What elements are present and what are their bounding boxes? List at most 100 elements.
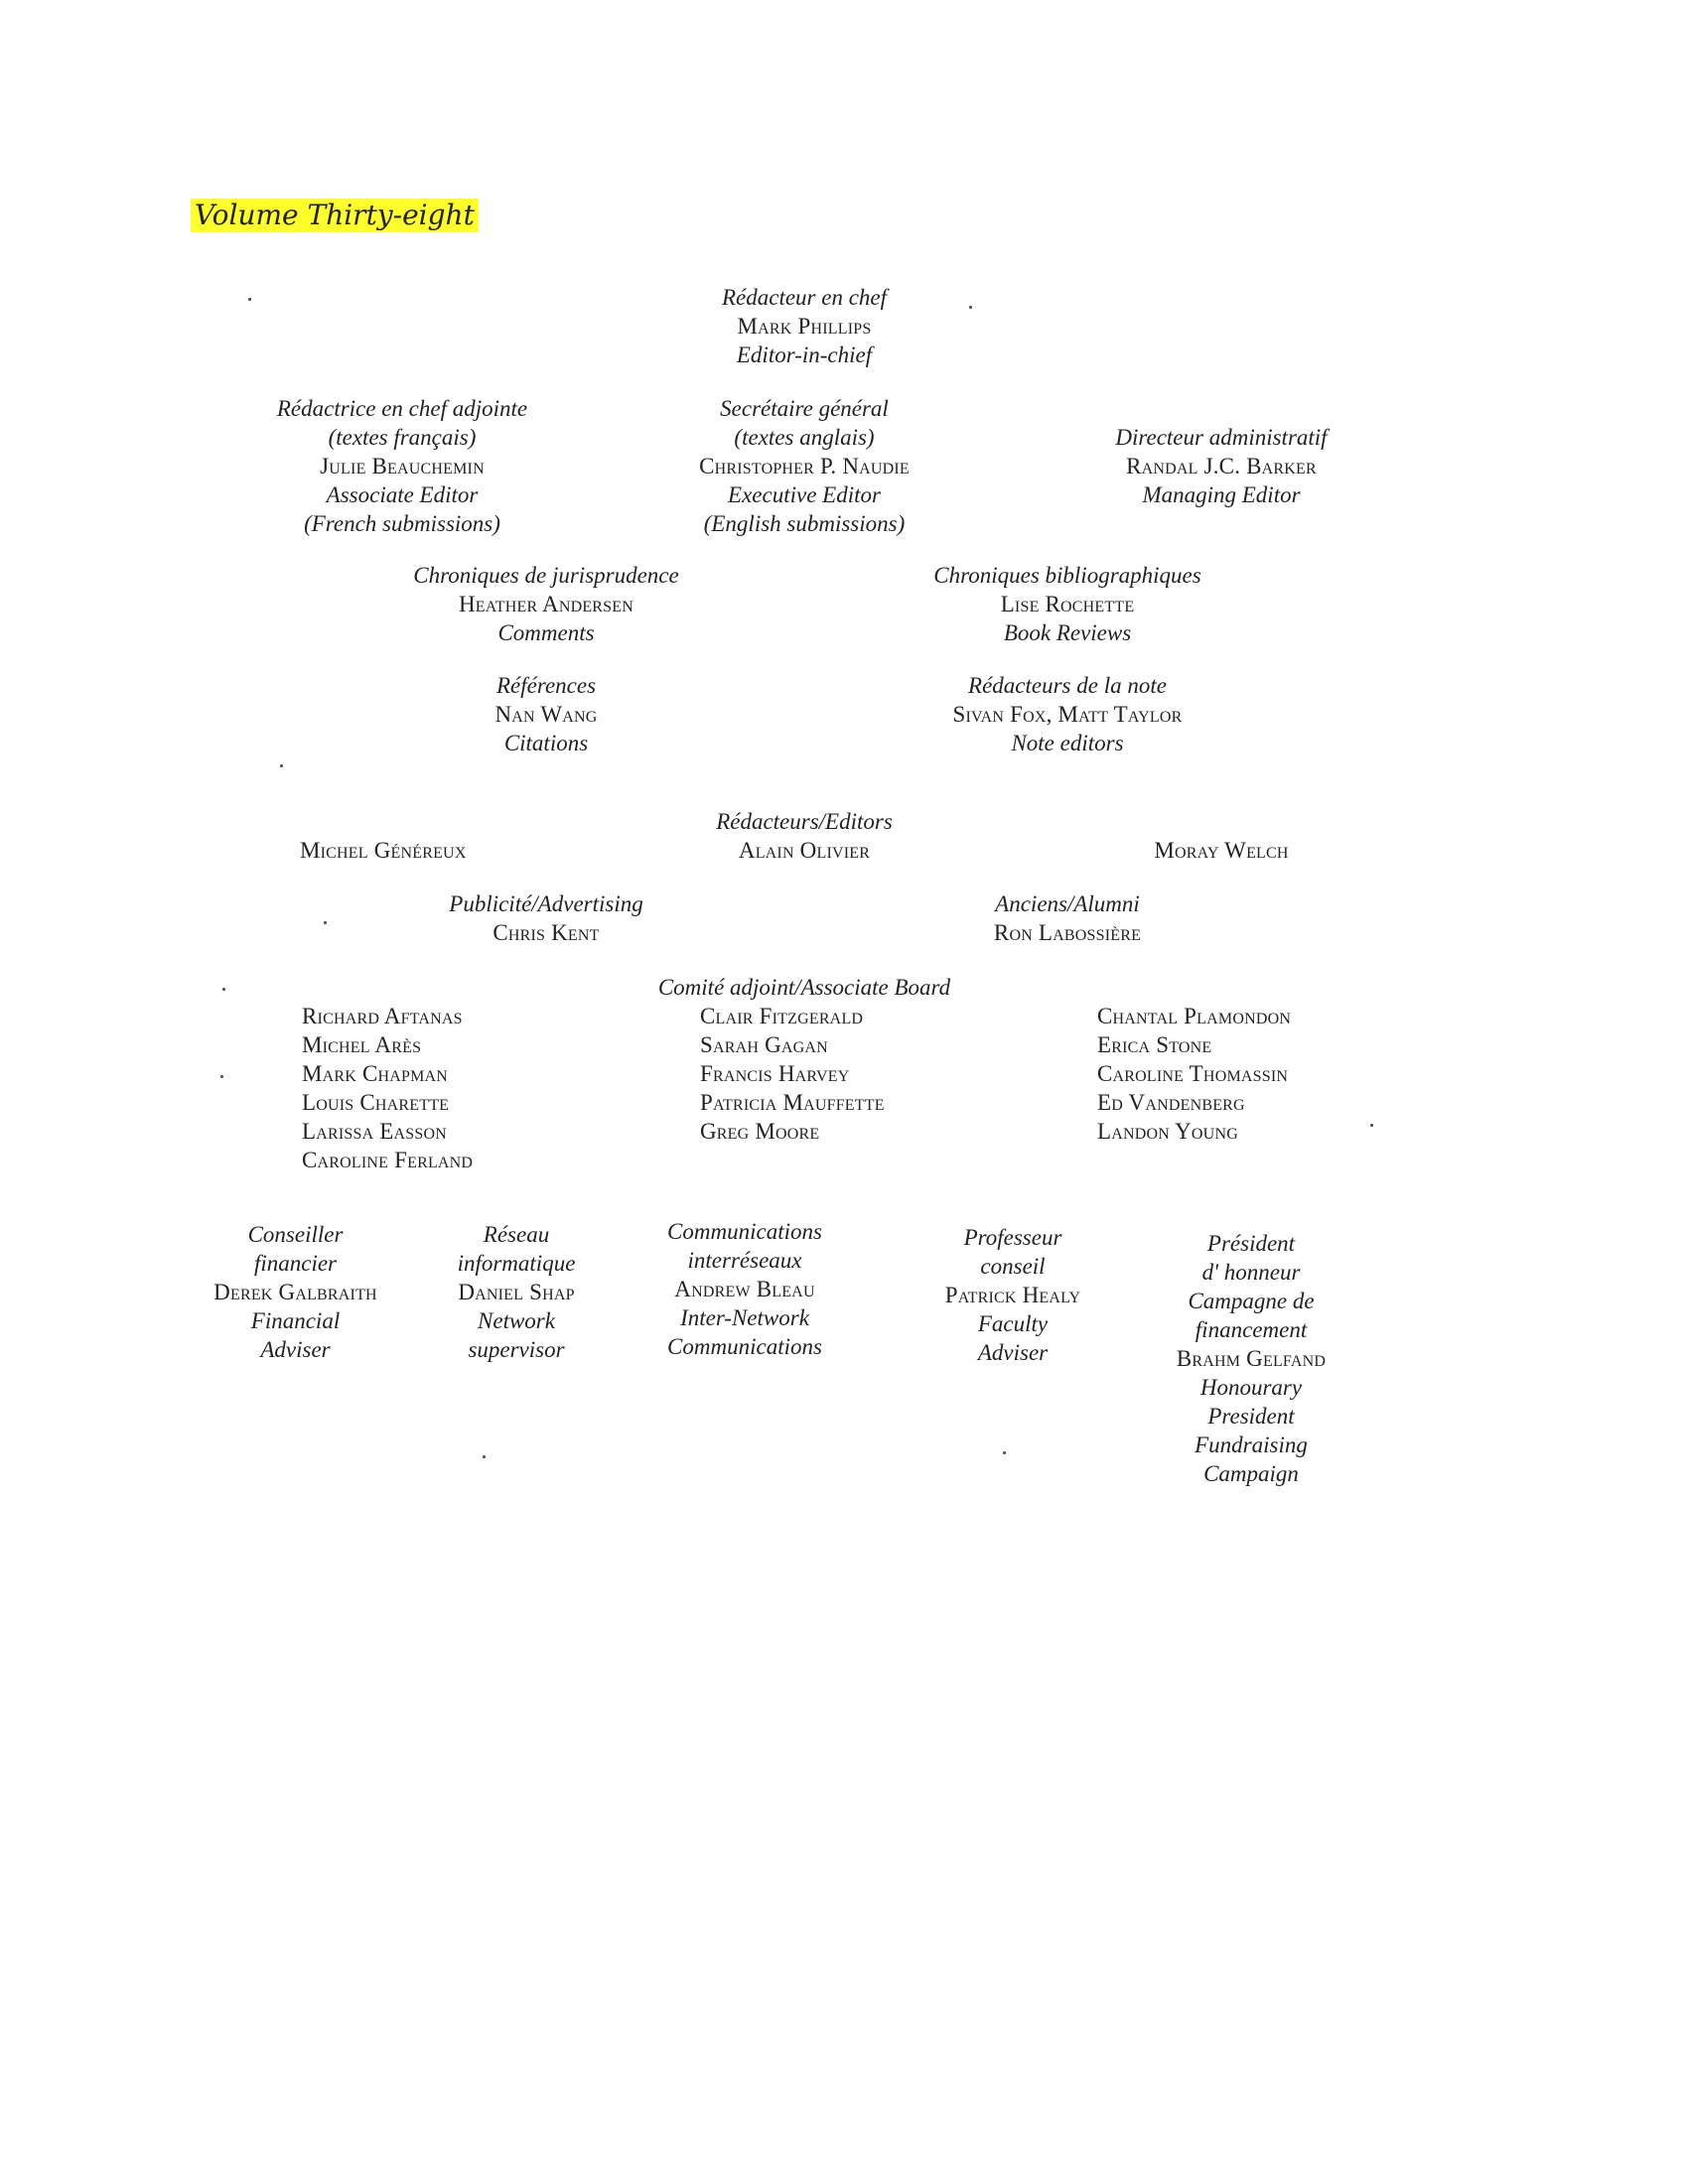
role-en: President bbox=[1207, 1404, 1295, 1429]
role-fr: Campagne de bbox=[1188, 1289, 1315, 1313]
volume-title: Volume Thirty-eight bbox=[191, 199, 479, 232]
role-en: Network bbox=[478, 1308, 555, 1333]
executive-editor-block: Secrétaire général (textes anglais) Chri… bbox=[645, 394, 963, 538]
role-fr: Références bbox=[495, 673, 597, 698]
role-en: Managing Editor bbox=[1142, 482, 1301, 507]
associate-board-col2: Clair Fitzgerald Sarah Gagan Francis Har… bbox=[700, 1002, 885, 1146]
associate-board-heading: Comité adjoint/Associate Board bbox=[596, 973, 1013, 1002]
role-en: Inter-Network bbox=[680, 1305, 809, 1330]
network-supervisor-block: Réseau informatique Daniel Shap Network … bbox=[417, 1220, 616, 1364]
editor-right: Moray Welch bbox=[1062, 836, 1380, 865]
person-name: Alain Olivier bbox=[738, 838, 871, 863]
role-fr: Rédactrice en chef adjointe bbox=[276, 396, 528, 421]
person-name: Sarah Gagan bbox=[700, 1032, 828, 1057]
role-en-detail: (French submissions) bbox=[304, 511, 500, 536]
role-fr: Rédacteurs de la note bbox=[968, 673, 1167, 698]
person-name: Francis Harvey bbox=[700, 1061, 850, 1086]
person-name: Ron Labossière bbox=[993, 920, 1142, 945]
role-fr: d' honneur bbox=[1201, 1260, 1301, 1285]
role-en: supervisor bbox=[468, 1337, 565, 1362]
person-name: Moray Welch bbox=[1154, 838, 1289, 863]
role-fr: Communications bbox=[667, 1219, 822, 1244]
person-name: Julie Beauchemin bbox=[320, 454, 485, 478]
role-fr: Professeur bbox=[963, 1225, 1062, 1250]
person-name: Sivan Fox, Matt Taylor bbox=[952, 702, 1183, 727]
section-heading: Comité adjoint/Associate Board bbox=[657, 975, 951, 1000]
role-fr: Président bbox=[1206, 1231, 1296, 1256]
role-fr: financement bbox=[1195, 1317, 1308, 1342]
associate-board-col1: Richard Aftanas Michel Arès Mark Chapman… bbox=[302, 1002, 473, 1174]
scan-speck bbox=[248, 298, 251, 301]
financial-adviser-block: Conseiller financier Derek Galbraith Fin… bbox=[179, 1220, 412, 1364]
person-name: Derek Galbraith bbox=[213, 1280, 377, 1304]
role-fr: Réseau bbox=[483, 1222, 550, 1247]
role-fr: informatique bbox=[457, 1251, 576, 1276]
person-name: Andrew Bleau bbox=[674, 1277, 815, 1301]
role-en: Book Reviews bbox=[1003, 620, 1132, 645]
associate-board-col3: Chantal Plamondon Erica Stone Caroline T… bbox=[1097, 1002, 1291, 1146]
person-name: Daniel Shap bbox=[458, 1280, 575, 1304]
managing-editor-block: Directeur administratif Randal J.C. Bark… bbox=[1062, 423, 1380, 509]
role-en: Associate Editor bbox=[326, 482, 479, 507]
person-name: Mark Phillips bbox=[737, 314, 872, 339]
role-fr-detail: (textes français) bbox=[328, 425, 477, 450]
role-en: Adviser bbox=[977, 1340, 1049, 1365]
citations-block: Références Nan Wang Citations bbox=[412, 671, 680, 757]
scan-speck bbox=[969, 306, 972, 309]
person-name: Randal J.C. Barker bbox=[1126, 454, 1317, 478]
person-name: Chris Kent bbox=[492, 920, 600, 945]
person-name: Larissa Easson bbox=[302, 1119, 448, 1144]
person-name: Ed Vandenberg bbox=[1097, 1090, 1245, 1115]
role-fr: Conseiller bbox=[247, 1222, 344, 1247]
person-name: Clair Fitzgerald bbox=[700, 1004, 864, 1028]
section-heading: Publicité/Advertising bbox=[449, 891, 643, 916]
role-en: Campaign bbox=[1203, 1461, 1299, 1486]
role-en: Editor-in-chief bbox=[736, 342, 873, 367]
role-en: Communications bbox=[667, 1334, 822, 1359]
scan-speck bbox=[220, 1075, 223, 1078]
person-name: Erica Stone bbox=[1097, 1032, 1212, 1057]
role-en: Fundraising bbox=[1195, 1433, 1308, 1457]
person-name: Lise Rochette bbox=[1000, 592, 1135, 616]
inter-network-block: Communications interréseaux Andrew Bleau… bbox=[635, 1217, 854, 1361]
role-en: Financial bbox=[250, 1308, 341, 1333]
role-en: Honourary bbox=[1199, 1375, 1303, 1400]
role-fr: Rédacteur en chef bbox=[721, 285, 888, 310]
person-name: Patrick Healy bbox=[944, 1283, 1081, 1307]
section-heading: Anciens/Alumni bbox=[995, 891, 1140, 916]
role-fr: Chroniques bibliographiques bbox=[933, 563, 1201, 588]
person-name: Landon Young bbox=[1097, 1119, 1238, 1144]
faculty-adviser-block: Professeur conseil Patrick Healy Faculty… bbox=[904, 1223, 1122, 1367]
person-name: Greg Moore bbox=[700, 1119, 820, 1144]
role-fr: Chroniques de jurisprudence bbox=[413, 563, 679, 588]
person-name: Heather Andersen bbox=[458, 592, 633, 616]
advertising-block: Publicité/Advertising Chris Kent bbox=[412, 889, 680, 947]
person-name: Mark Chapman bbox=[302, 1061, 449, 1086]
role-fr: conseil bbox=[980, 1254, 1046, 1279]
person-name: Michel Généreux bbox=[300, 838, 467, 863]
role-fr: Directeur administratif bbox=[1115, 425, 1328, 450]
scan-speck bbox=[483, 1455, 486, 1458]
scan-speck bbox=[324, 921, 327, 924]
person-name: Nan Wang bbox=[494, 702, 598, 727]
person-name: Caroline Thomassin bbox=[1097, 1061, 1289, 1086]
editor-in-chief-block: Rédacteur en chef Mark Phillips Editor-i… bbox=[645, 283, 963, 369]
comments-block: Chroniques de jurisprudence Heather Ande… bbox=[382, 561, 710, 647]
honourary-president-block: Président d' honneur Campagne de finance… bbox=[1142, 1229, 1360, 1488]
role-fr: Secrétaire général bbox=[720, 396, 889, 421]
person-name: Brahm Gelfand bbox=[1176, 1346, 1327, 1371]
scan-speck bbox=[222, 988, 225, 991]
role-en: Adviser bbox=[260, 1337, 331, 1362]
role-en: Faculty bbox=[977, 1311, 1049, 1336]
alumni-block: Anciens/Alumni Ron Labossière bbox=[904, 889, 1231, 947]
scan-speck bbox=[1370, 1124, 1373, 1127]
section-heading: Rédacteurs/Editors bbox=[716, 809, 893, 834]
person-name: Richard Aftanas bbox=[302, 1004, 463, 1028]
scan-speck bbox=[1003, 1451, 1006, 1454]
role-en: Citations bbox=[503, 731, 589, 755]
note-editors-block: Rédacteurs de la note Sivan Fox, Matt Ta… bbox=[904, 671, 1231, 757]
role-fr-detail: (textes anglais) bbox=[734, 425, 875, 450]
editor-left: Michel Généreux bbox=[300, 836, 467, 865]
book-reviews-block: Chroniques bibliographiques Lise Rochett… bbox=[904, 561, 1231, 647]
role-fr: interréseaux bbox=[687, 1248, 802, 1273]
